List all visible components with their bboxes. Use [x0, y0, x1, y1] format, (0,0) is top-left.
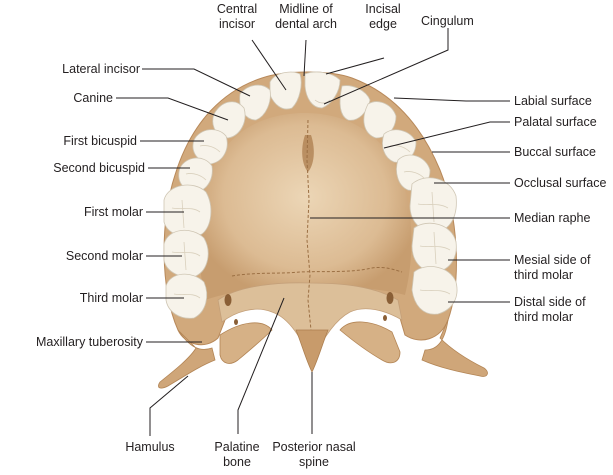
label-first-molar: First molar — [84, 205, 143, 219]
leader-incisal-edge — [325, 57, 385, 75]
label-hamulus: Hamulus — [125, 440, 174, 454]
greater-palatine-foramen-left — [224, 294, 232, 306]
median-palatine-suture — [306, 119, 312, 331]
tooth-third-molar-left — [165, 273, 208, 319]
incisive-papilla — [302, 135, 314, 172]
greater-palatine-foramen-right — [386, 292, 394, 304]
tooth-third-molar-right — [411, 266, 458, 315]
leader-palatal-surface — [383, 121, 510, 149]
cingulum-mark — [314, 99, 331, 104]
label-first-bicuspid: First bicuspid — [63, 134, 137, 148]
leader-labial-surface — [393, 97, 510, 102]
transverse-palatine-suture — [231, 267, 403, 277]
tooth-central-incisor-left — [269, 71, 302, 110]
leader-midline — [303, 39, 307, 77]
label-second-molar: Second molar — [66, 249, 143, 263]
leader-hamulus — [149, 375, 189, 436]
label-buccal-surface: Buccal surface — [514, 145, 596, 159]
lesser-foramen-right — [383, 315, 387, 321]
tooth-first-molar-right — [409, 177, 457, 233]
left-lateral-plate — [219, 322, 273, 364]
posterior-nasal-spine-shape — [295, 329, 329, 373]
leader-cingulum — [323, 28, 449, 105]
label-labial-surface: Labial surface — [514, 94, 592, 108]
tooth-first-molar-left — [163, 184, 212, 238]
tooth-second-molar-right — [411, 222, 457, 273]
label-maxillary-tuberosity: Maxillary tuberosity — [36, 335, 144, 349]
tooth-central-incisor-right — [304, 71, 341, 109]
label-palatal-surface: Palatal surface — [514, 115, 597, 129]
label-lateral-incisor: Lateral incisor — [62, 62, 140, 76]
leader-lines — [116, 28, 510, 436]
palatal-vault — [199, 112, 412, 301]
right-pterygoid-process — [421, 319, 488, 377]
label-cingulum: Cingulum — [421, 14, 474, 28]
right-lateral-plate — [339, 321, 401, 364]
leader-canine — [116, 97, 229, 121]
leader-central-incisor — [251, 39, 287, 91]
label-median-raphe: Median raphe — [514, 211, 590, 225]
label-canine: Canine — [73, 91, 113, 105]
label-third-molar: Third molar — [80, 291, 143, 305]
tooth-first-bicuspid-left — [192, 129, 228, 165]
tooth-second-bicuspid-left — [178, 157, 213, 193]
leader-palatine-bone — [237, 297, 285, 434]
dentition — [163, 71, 458, 319]
tooth-second-molar-left — [163, 230, 209, 278]
label-occlusal-surface: Occlusal surface — [514, 176, 606, 190]
leader-lateral-incisor — [142, 68, 251, 97]
left-pterygoid-process — [158, 329, 216, 389]
lesser-foramen-left — [234, 319, 238, 325]
label-second-bicuspid: Second bicuspid — [53, 161, 145, 175]
